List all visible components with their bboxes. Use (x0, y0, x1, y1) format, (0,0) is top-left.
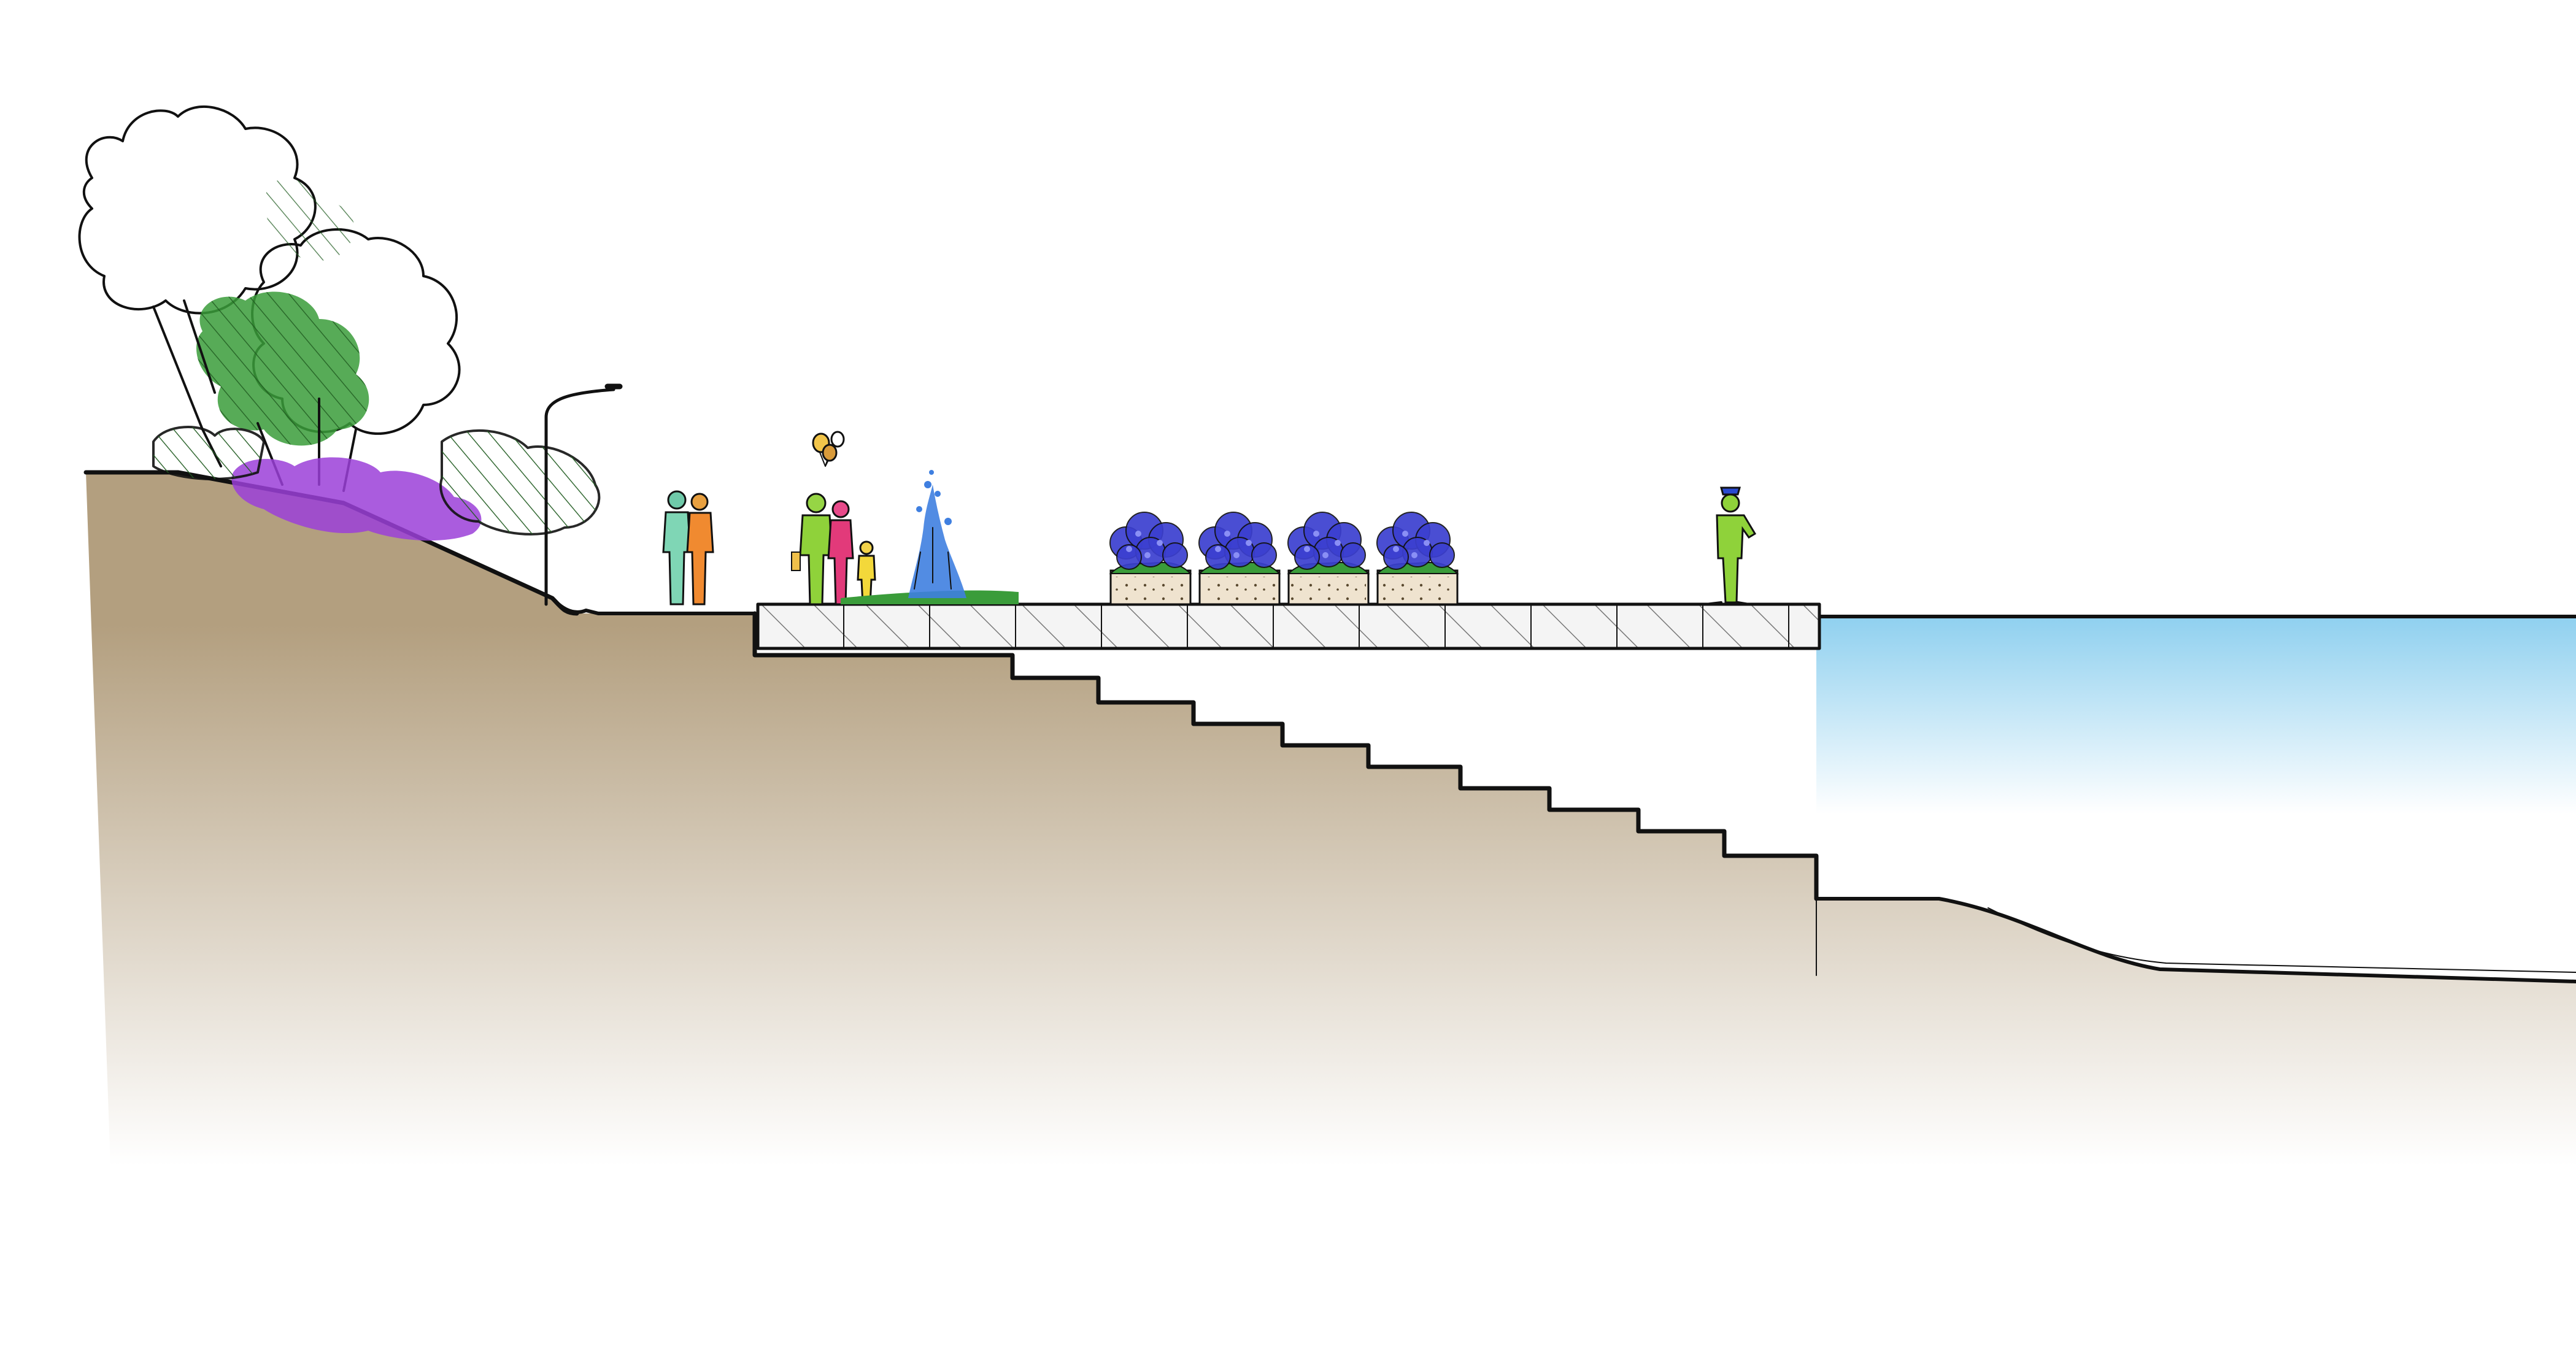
flower-planter-icon (1376, 512, 1459, 605)
person-icon (827, 500, 854, 605)
flower-planter-icon (1198, 512, 1281, 605)
family-group (791, 431, 876, 605)
balloon-icon (822, 444, 838, 462)
person-icon (1705, 486, 1757, 605)
person-icon (857, 540, 876, 605)
tree-canopy (78, 105, 461, 492)
flower-planter-icon (1109, 512, 1192, 605)
shrub-band (152, 426, 601, 541)
flower-planter-icon (1287, 512, 1370, 605)
water-body (1814, 615, 2576, 975)
person-icon (686, 493, 714, 605)
flower-planters (1109, 512, 1459, 605)
street-lamp-icon (544, 383, 623, 606)
street-curb (553, 599, 757, 615)
person-icon (791, 493, 833, 605)
pedestrian-pair (662, 490, 714, 605)
boardwalk-deck (756, 602, 1821, 650)
balloon-icon (830, 431, 845, 448)
fountain-icon (908, 470, 966, 598)
person-icon (662, 490, 692, 605)
pedestrian-at-edge (1705, 486, 1757, 605)
balloons (812, 431, 845, 467)
